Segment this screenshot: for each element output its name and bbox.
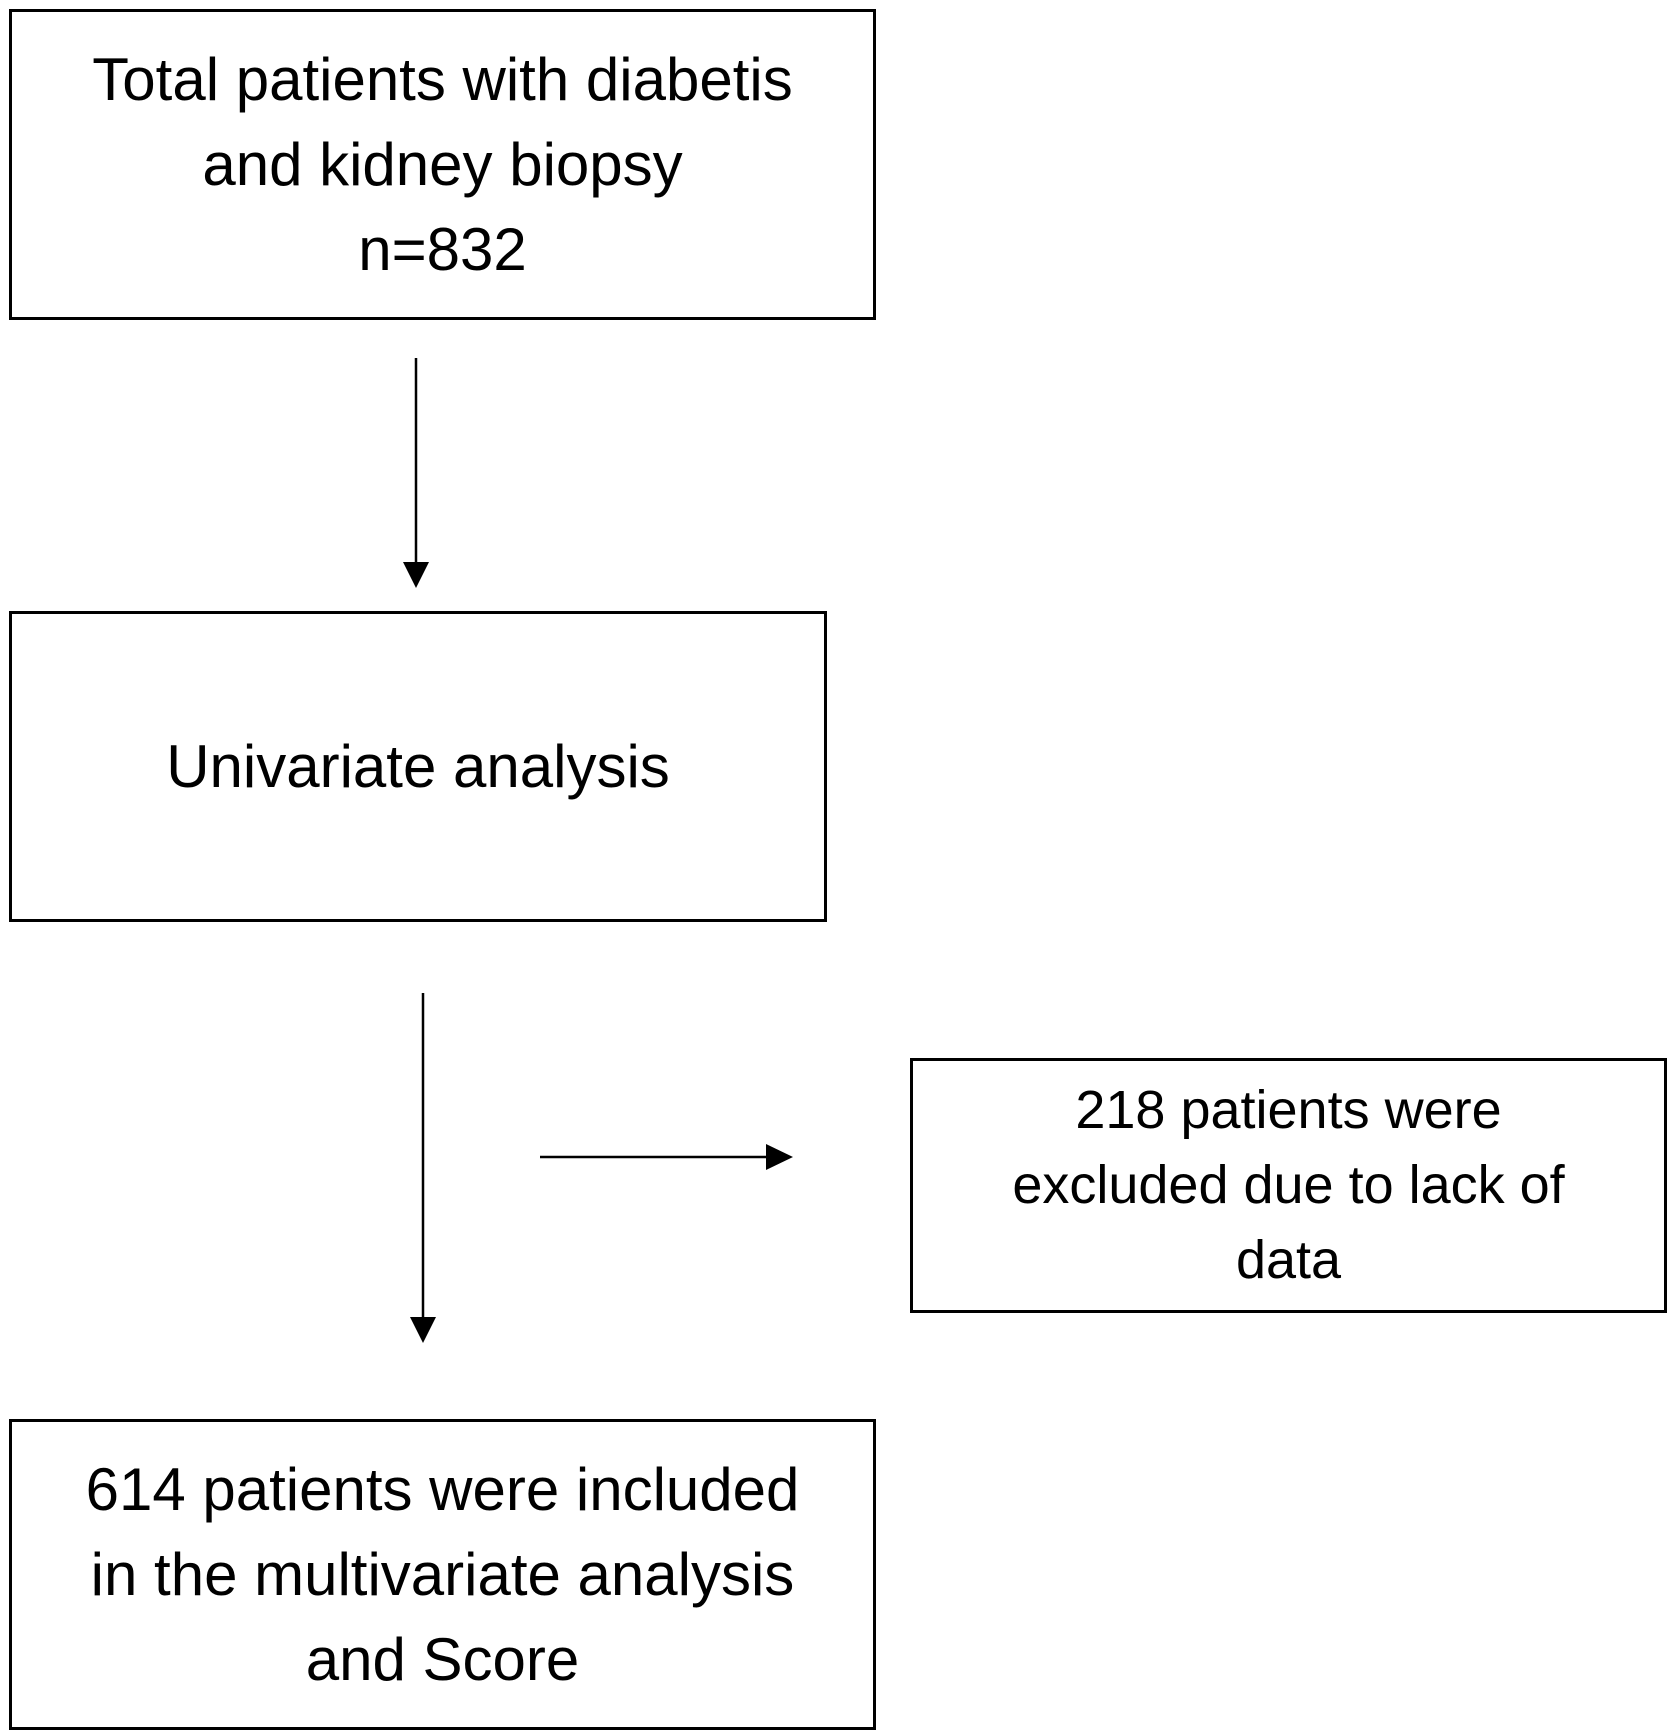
excluded-patients-line-3: data [1235,1230,1342,1290]
total-patients-box: Total patients with diabetis and kidney … [9,9,876,320]
excluded-patients-text: 218 patients were excluded due to lack o… [1012,1073,1564,1298]
included-patients-line-2: in the multivariate analysis [90,1541,795,1608]
arrow-univariate-to-included [410,993,436,1343]
included-patients-text: 614 patients were included in the multiv… [86,1447,800,1702]
excluded-patients-line-1: 218 patients were [1075,1080,1502,1140]
included-patients-line-3: and Score [305,1626,580,1693]
univariate-analysis-line-1: Univariate analysis [166,733,670,800]
univariate-analysis-text: Univariate analysis [166,724,670,809]
arrow-total-to-univariate-head [403,562,429,588]
excluded-patients-line-2: excluded due to lack of [1012,1155,1565,1215]
arrow-total-to-univariate [403,358,429,588]
total-patients-count: n=832 [358,216,527,283]
total-patients-line-2: and kidney biopsy [202,131,683,198]
excluded-patients-box: 218 patients were excluded due to lack o… [910,1058,1667,1313]
total-patients-line-1: Total patients with diabetis [92,46,793,113]
univariate-analysis-box: Univariate analysis [9,611,827,922]
arrow-univariate-to-included-head [410,1317,436,1343]
included-patients-box: 614 patients were included in the multiv… [9,1419,876,1730]
included-patients-line-1: 614 patients were included [85,1456,800,1523]
arrow-to-excluded [540,1144,793,1170]
arrow-to-excluded-head [766,1144,793,1170]
total-patients-text: Total patients with diabetis and kidney … [92,37,792,292]
